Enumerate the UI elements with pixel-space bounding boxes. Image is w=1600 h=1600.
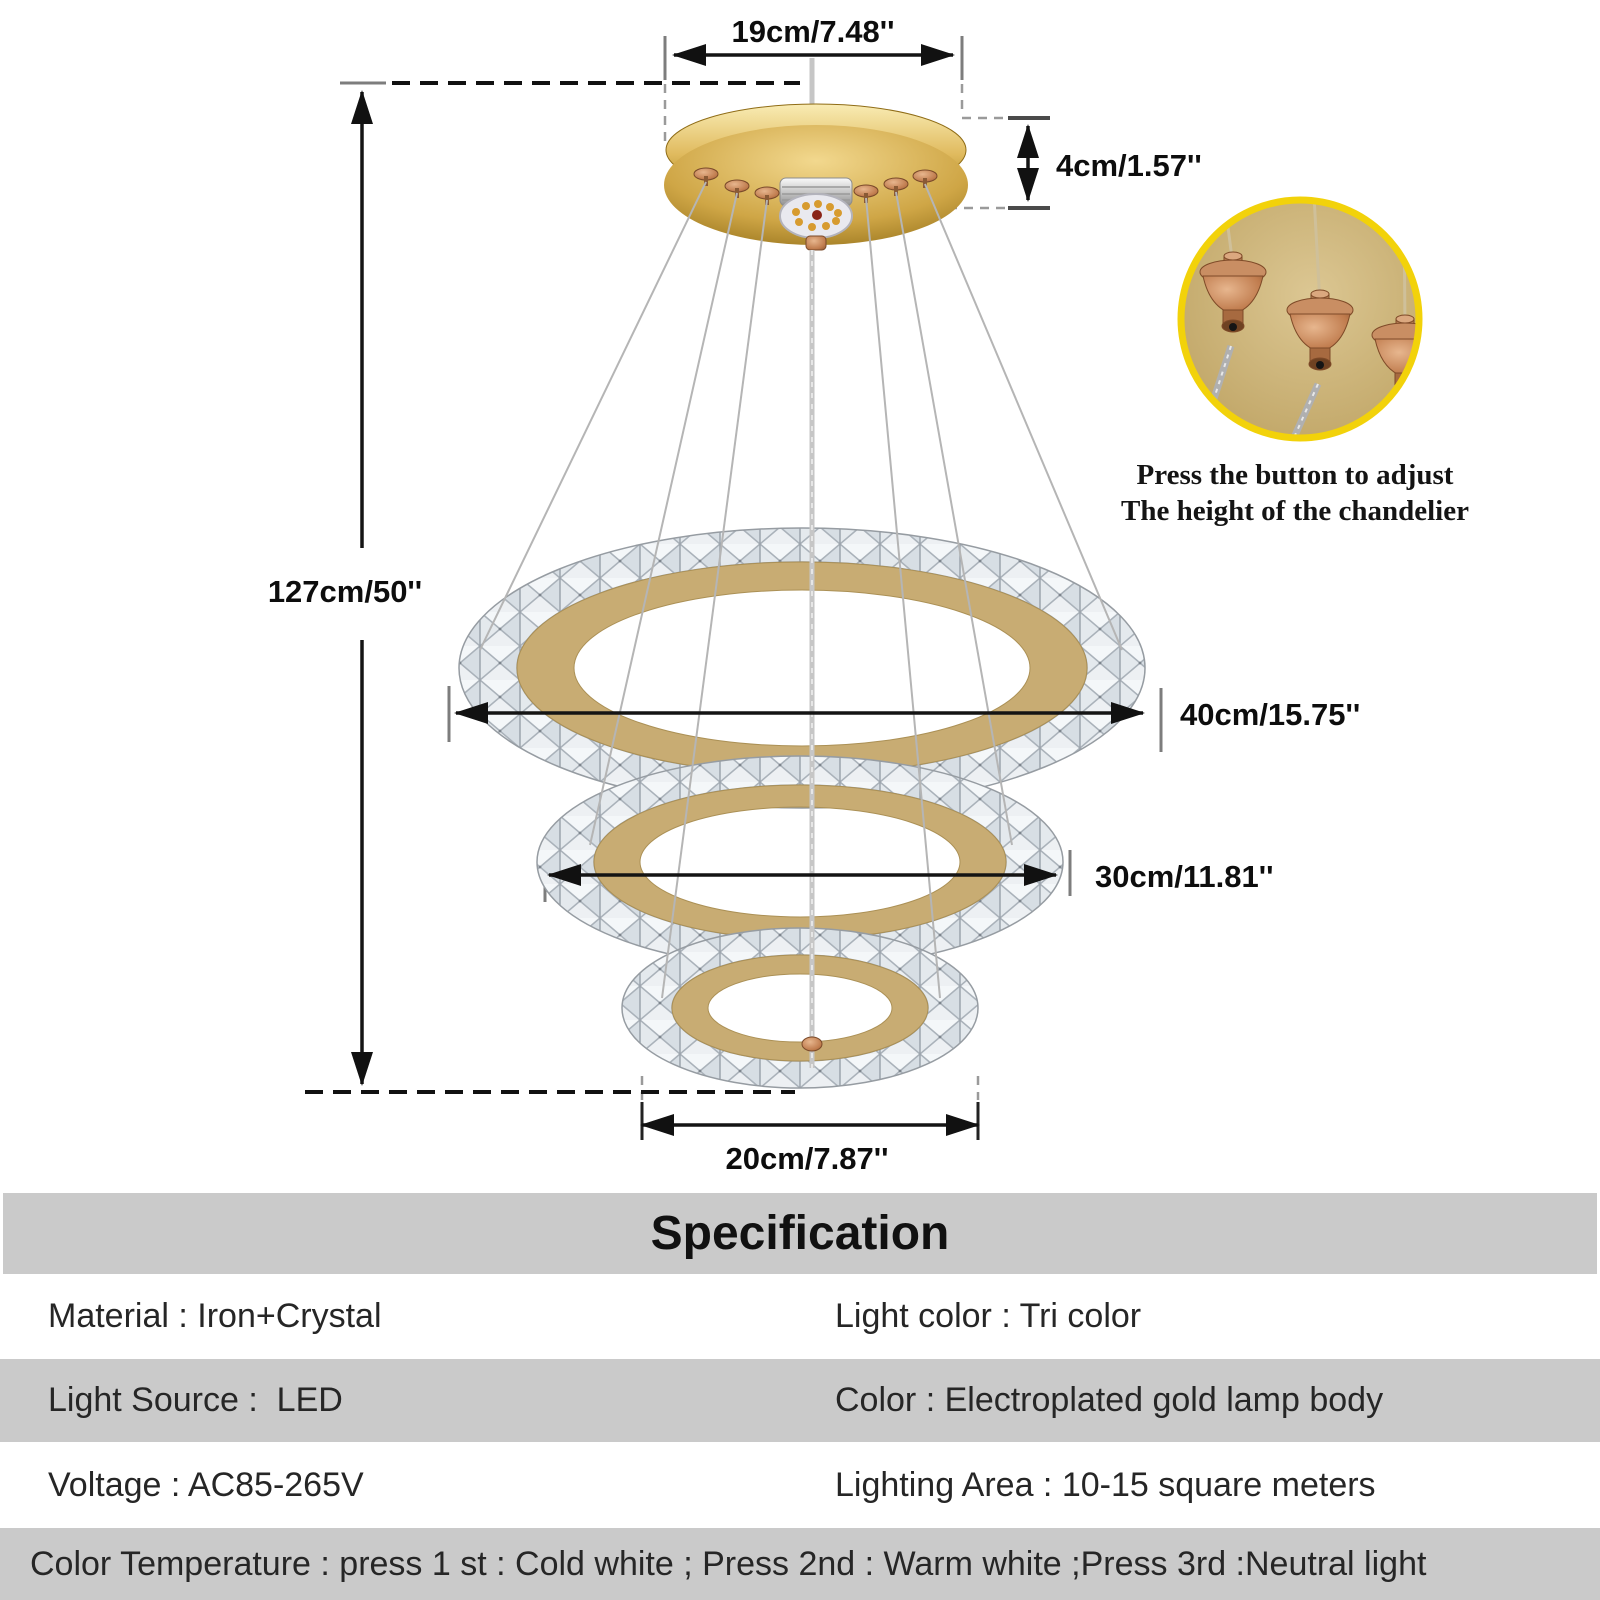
dim-label-large-ring: 40cm/15.75'' — [1180, 697, 1360, 732]
spec-body-color: Color : Electroplated gold lamp body — [835, 1381, 1384, 1419]
inset-caption-line1: Press the button to adjust — [1137, 459, 1454, 491]
height-adjuster-inset: Press the button to adjust The height of… — [1121, 196, 1469, 527]
spec-row-color-temperature: Color Temperature : press 1 st : Cold wh… — [0, 1528, 1600, 1600]
crystal-ring-small — [621, 927, 979, 1089]
spec-row-material: Material : Iron+Crystal Light color : Tr… — [0, 1274, 1600, 1359]
center-cable — [801, 250, 823, 1068]
dim-label-canopy-diameter: 19cm/7.48'' — [732, 14, 895, 49]
spec-row-light-source: Light Source : LED Color : Electroplated… — [0, 1359, 1600, 1442]
spec-light-color: Light color : Tri color — [835, 1297, 1142, 1335]
dimension-lines — [351, 44, 1145, 1136]
dim-label-small-ring: 20cm/7.87'' — [726, 1141, 889, 1176]
dim-label-canopy-height: 4cm/1.57'' — [1056, 148, 1202, 183]
inset-cable-holders — [1199, 251, 1417, 396]
inset-caption-line2: The height of the chandelier — [1121, 495, 1469, 527]
ceiling-reference-dashes — [305, 81, 800, 1094]
dashed-extension-lines — [640, 84, 1006, 1100]
spec-light-source: Light Source : LED — [48, 1381, 343, 1419]
dim-label-overall-height: 127cm/50'' — [268, 574, 422, 609]
crystal-ring-medium — [536, 755, 1064, 969]
spec-lighting-area: Lighting Area : 10-15 square meters — [835, 1465, 1376, 1504]
spec-material: Material : Iron+Crystal — [48, 1297, 382, 1335]
spec-row-voltage: Voltage : AC85-265V Lighting Area : 10-1… — [0, 1442, 1600, 1528]
spec-voltage: Voltage : AC85-265V — [48, 1465, 364, 1504]
cable-holder — [1286, 289, 1354, 371]
suspension-wires — [479, 181, 1123, 999]
led-driver-module — [779, 177, 853, 251]
dim-label-medium-ring: 30cm/11.81'' — [1095, 859, 1274, 894]
spec-title: Specification — [650, 1207, 950, 1260]
canopy — [664, 103, 968, 251]
chandelier-diagram: 19cm/7.48'' 4cm/1.57'' 127cm/50'' 40cm/1… — [268, 14, 1469, 1176]
cable-holder — [1199, 251, 1267, 333]
spec-title-bar: Specification — [3, 1193, 1597, 1274]
spec-color-temperature: Color Temperature : press 1 st : Cold wh… — [30, 1544, 1427, 1583]
inset-yellow-border — [1177, 196, 1423, 442]
led-dots — [792, 200, 842, 231]
cable-holder — [1371, 314, 1417, 396]
